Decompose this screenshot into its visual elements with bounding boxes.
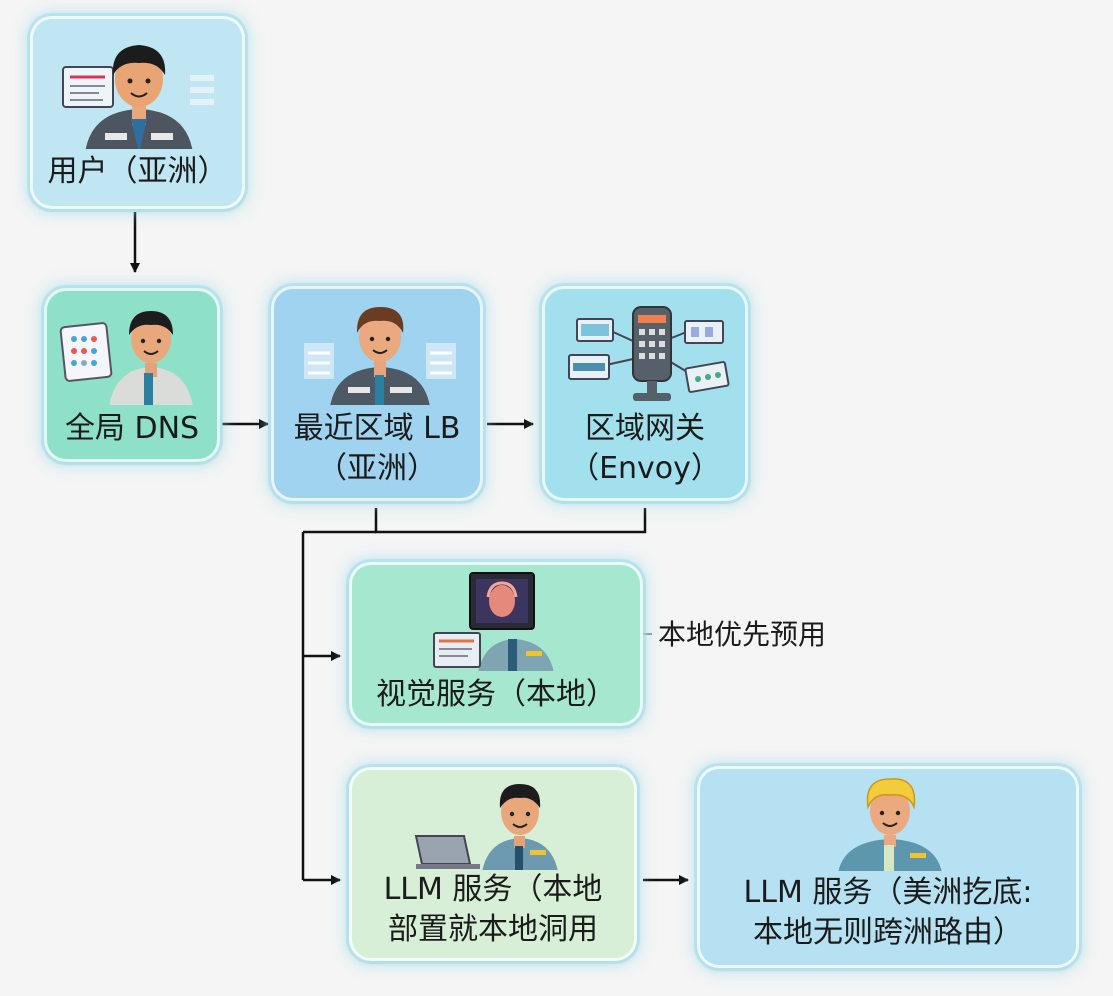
node-gateway-label-line2: （Envoy）: [569, 451, 721, 486]
node-llm-local-label-line2: 部置就本地洞用: [388, 912, 598, 947]
node-user-label: 用户（亚洲）: [47, 154, 228, 189]
node-global-dns: 全局 DNS: [44, 288, 220, 462]
person-with-laptop-icon: [414, 784, 558, 870]
edge-split-bus: [374, 508, 647, 534]
person-with-tablet-icon: [59, 311, 193, 405]
node-lb-label-line2: （亚洲）: [317, 451, 437, 486]
node-vision-service: 视觉服务（本地）: [349, 562, 643, 726]
person-with-monitor-icon: [433, 572, 554, 671]
node-gateway-label-line1: 区域网关: [585, 411, 705, 446]
node-llm-americas-label-line1: LLM 服务（美洲扢底:: [743, 875, 1033, 910]
node-nearest-region-lb: 最近区域 LB （亚洲）: [271, 286, 483, 501]
annotation-local-first: 本地优先预用: [658, 618, 827, 651]
node-user: 用户（亚洲）: [30, 16, 245, 209]
node-lb-label-line1: 最近区域 LB: [293, 411, 461, 446]
node-dns-label: 全局 DNS: [64, 411, 200, 446]
gateway-router-icon: [568, 306, 730, 401]
node-llm-service-americas: LLM 服务（美洲扢底: 本地无则跨洲路由）: [697, 766, 1079, 968]
node-llm-service-local: LLM 服务（本地 部置就本地洞用: [349, 767, 637, 961]
person-with-document-icon: [62, 45, 214, 149]
person-with-panels-icon: [304, 307, 456, 405]
node-vision-label: 视觉服务（本地）: [376, 677, 616, 712]
node-regional-gateway: 区域网关 （Envoy）: [542, 286, 748, 501]
node-llm-americas-label-line2: 本地无则跨洲路由）: [753, 915, 1023, 950]
person-blond-icon: [838, 778, 942, 871]
node-llm-local-label-line1: LLM 服务（本地: [383, 872, 603, 907]
